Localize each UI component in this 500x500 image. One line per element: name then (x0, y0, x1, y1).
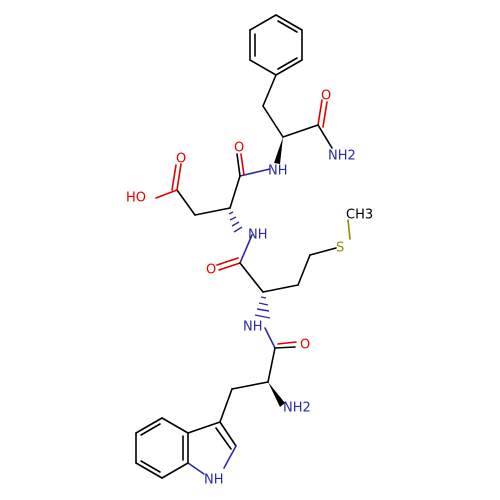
amide-nh2-label: NH2 (328, 149, 356, 164)
sulfur-label: S (336, 241, 344, 256)
asp-carbonyl-oxygen-label: O (234, 141, 244, 156)
methyl-label: CH3 (346, 208, 373, 223)
phe-nh-label: NH (268, 164, 288, 179)
phenylalanine-backbone (262, 74, 333, 164)
indole-ring (135, 417, 237, 479)
acid-hydroxyl-label: HO (126, 191, 146, 206)
tryptophan-backbone (219, 341, 297, 423)
trp-carbonyl-oxygen-label: O (300, 338, 310, 353)
trp-nh2-label: NH2 (283, 401, 311, 416)
methionine-residue (216, 219, 351, 349)
aspartate-residue (155, 153, 271, 264)
stereo-hash-met (254, 296, 271, 319)
acid-oxygen-label: O (176, 152, 186, 167)
met-carbonyl-oxygen-label: O (206, 263, 216, 278)
met-nh-label: NH (243, 320, 263, 335)
indole-nh-label: NH (204, 473, 224, 488)
stereo-hash-asp (228, 211, 243, 233)
asp-nh-label: NH (248, 228, 268, 243)
carbonyl-oxygen-label: O (321, 89, 331, 104)
phenyl-ring (249, 14, 303, 76)
